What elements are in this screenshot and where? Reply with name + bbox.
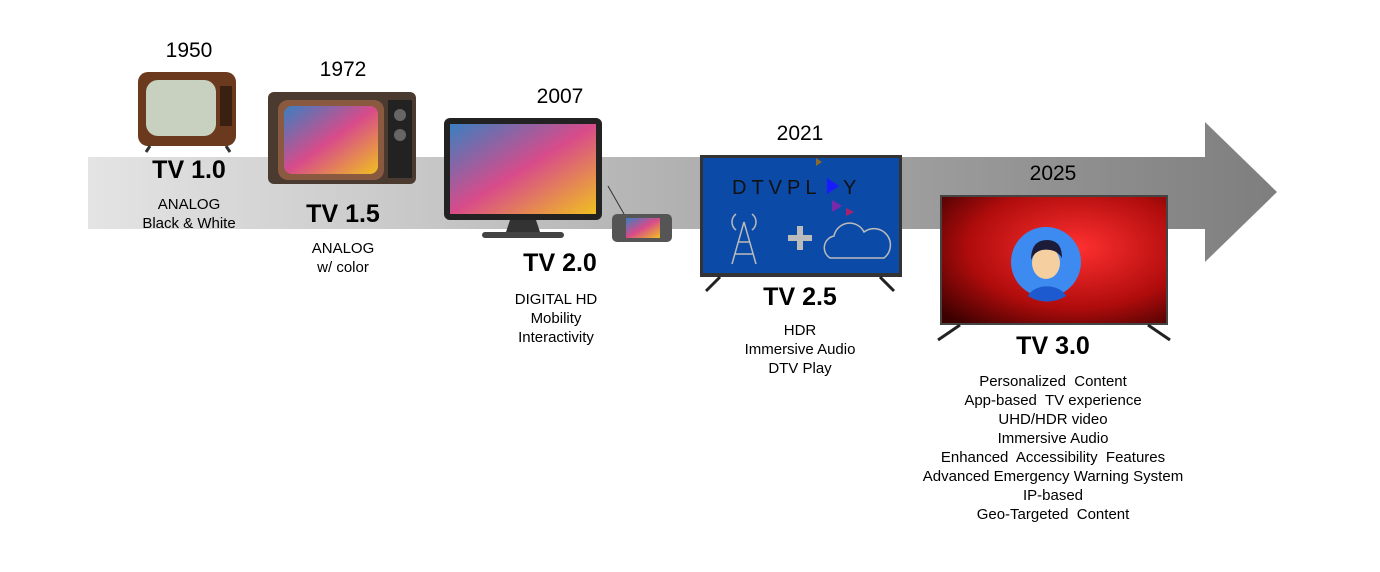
tv-2021-image: DTVPL Y <box>700 155 902 293</box>
feature: UHD/HDR video <box>998 411 1108 428</box>
tv-version-label: TV 1.5 <box>306 200 380 228</box>
feature: Personalized Content <box>979 373 1127 390</box>
feature-list: Personalized Content App-based TV experi… <box>893 372 1213 524</box>
feature: Interactivity <box>518 329 594 346</box>
year-label: 1972 <box>319 58 367 81</box>
tv-version-label: TV 3.0 <box>1016 332 1090 360</box>
tv-1950-image <box>138 72 236 153</box>
feature: DIGITAL HD <box>514 291 598 308</box>
tv-2025-image <box>937 195 1171 342</box>
feature: Enhanced Accessibility Features <box>940 449 1166 466</box>
dtvplay-logo: DTVPL Y <box>732 177 856 199</box>
year-label: 1950 <box>165 39 213 62</box>
tv-version-label: TV 1.0 <box>152 156 226 184</box>
plus-icon <box>788 226 812 250</box>
svg-text:Y: Y <box>843 177 856 199</box>
feature: Mobility <box>530 310 582 327</box>
cloud-icon <box>823 222 892 259</box>
feature: ANALOG <box>157 196 221 213</box>
year-label: 2007 <box>536 85 584 108</box>
feature: Advanced Emergency Warning System <box>922 468 1184 485</box>
tower-icon <box>731 213 757 265</box>
tv-version-label: TV 2.5 <box>763 283 837 311</box>
feature: Immersive Audio <box>997 430 1109 447</box>
feature: Immersive Audio <box>744 341 856 358</box>
feature-list: ANALOG Black & White <box>29 195 349 233</box>
feature: App-based TV experience <box>964 392 1142 409</box>
feature: Geo-Targeted Content <box>976 506 1130 523</box>
feature: IP-based <box>1022 487 1084 504</box>
tv-version-label: TV 2.0 <box>523 249 597 277</box>
feature: Black & White <box>142 215 236 232</box>
feature-list: ANALOG w/ color <box>183 239 503 277</box>
svg-text:DTVPL: DTVPL <box>732 177 821 199</box>
tv-2007-image <box>444 118 672 242</box>
feature: DTV Play <box>768 360 832 377</box>
year-label: 2025 <box>1029 162 1077 185</box>
feature: w/ color <box>317 259 369 276</box>
year-label: 2021 <box>776 122 824 145</box>
feature-list: DIGITAL HD Mobility Interactivity <box>396 290 716 347</box>
feature-list: HDR Immersive Audio DTV Play <box>640 321 960 378</box>
tv-1972-image <box>268 92 416 184</box>
feature: HDR <box>783 322 817 339</box>
feature: ANALOG <box>311 240 375 257</box>
